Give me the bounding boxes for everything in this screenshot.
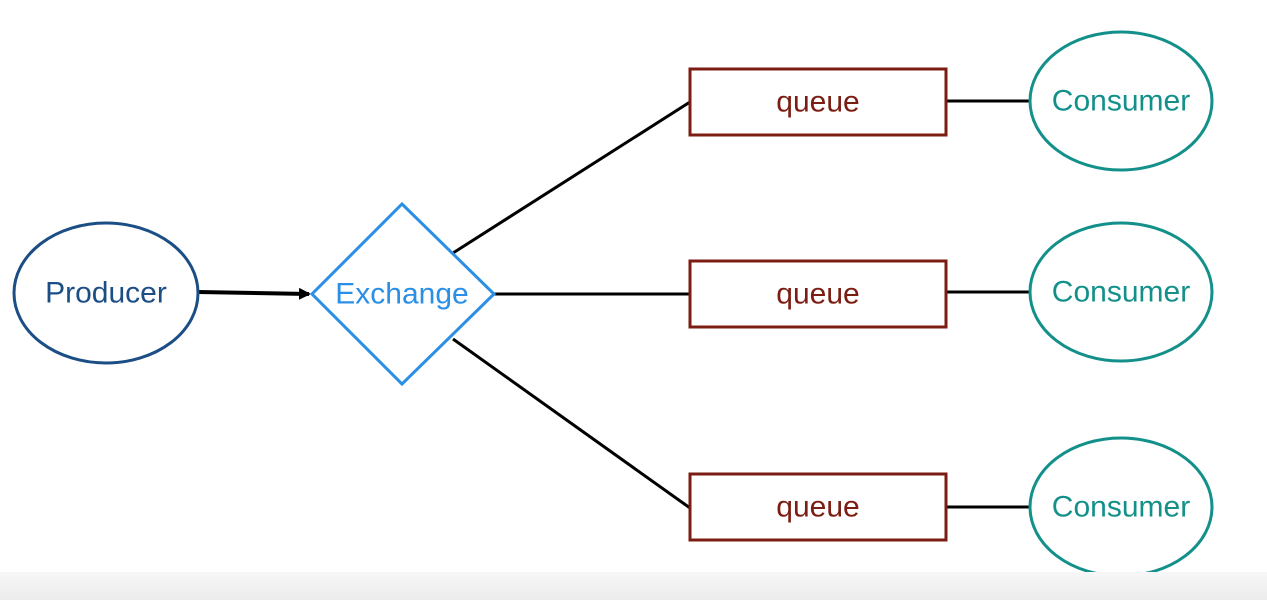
exchange-node: Exchange	[309, 201, 497, 387]
queue-label: queue	[776, 86, 859, 119]
queue-label: queue	[776, 278, 859, 311]
producer-label: Producer	[45, 277, 167, 310]
consumer-label: Consumer	[1052, 491, 1190, 524]
queue-label: queue	[776, 491, 859, 524]
exchange-diamond	[309, 201, 497, 387]
queue-box	[688, 259, 948, 329]
queue-box	[688, 67, 948, 137]
exchange-to-queue-3-edge	[452, 337, 691, 510]
consumer-label: Consumer	[1052, 85, 1190, 118]
bottom-shadow-band	[0, 572, 1267, 600]
consumer-node-3: Consumer	[1028, 436, 1214, 578]
consumer-ellipse	[1028, 30, 1214, 172]
queue-box	[688, 472, 948, 542]
producer-node: Producer	[12, 221, 200, 365]
exchange-to-queue-1-edge	[452, 100, 691, 255]
consumer-ellipse	[1028, 221, 1214, 363]
exchange-label: Exchange	[335, 278, 468, 311]
consumer-label: Consumer	[1052, 276, 1190, 309]
queue-node-3: queue	[688, 472, 948, 542]
producer-ellipse	[12, 221, 200, 365]
queue-node-1: queue	[688, 67, 948, 137]
consumer-node-2: Consumer	[1028, 221, 1214, 363]
producer-to-exchange-arrow	[197, 287, 311, 300]
consumer-node-1: Consumer	[1028, 30, 1214, 172]
queue-node-2: queue	[688, 259, 948, 329]
